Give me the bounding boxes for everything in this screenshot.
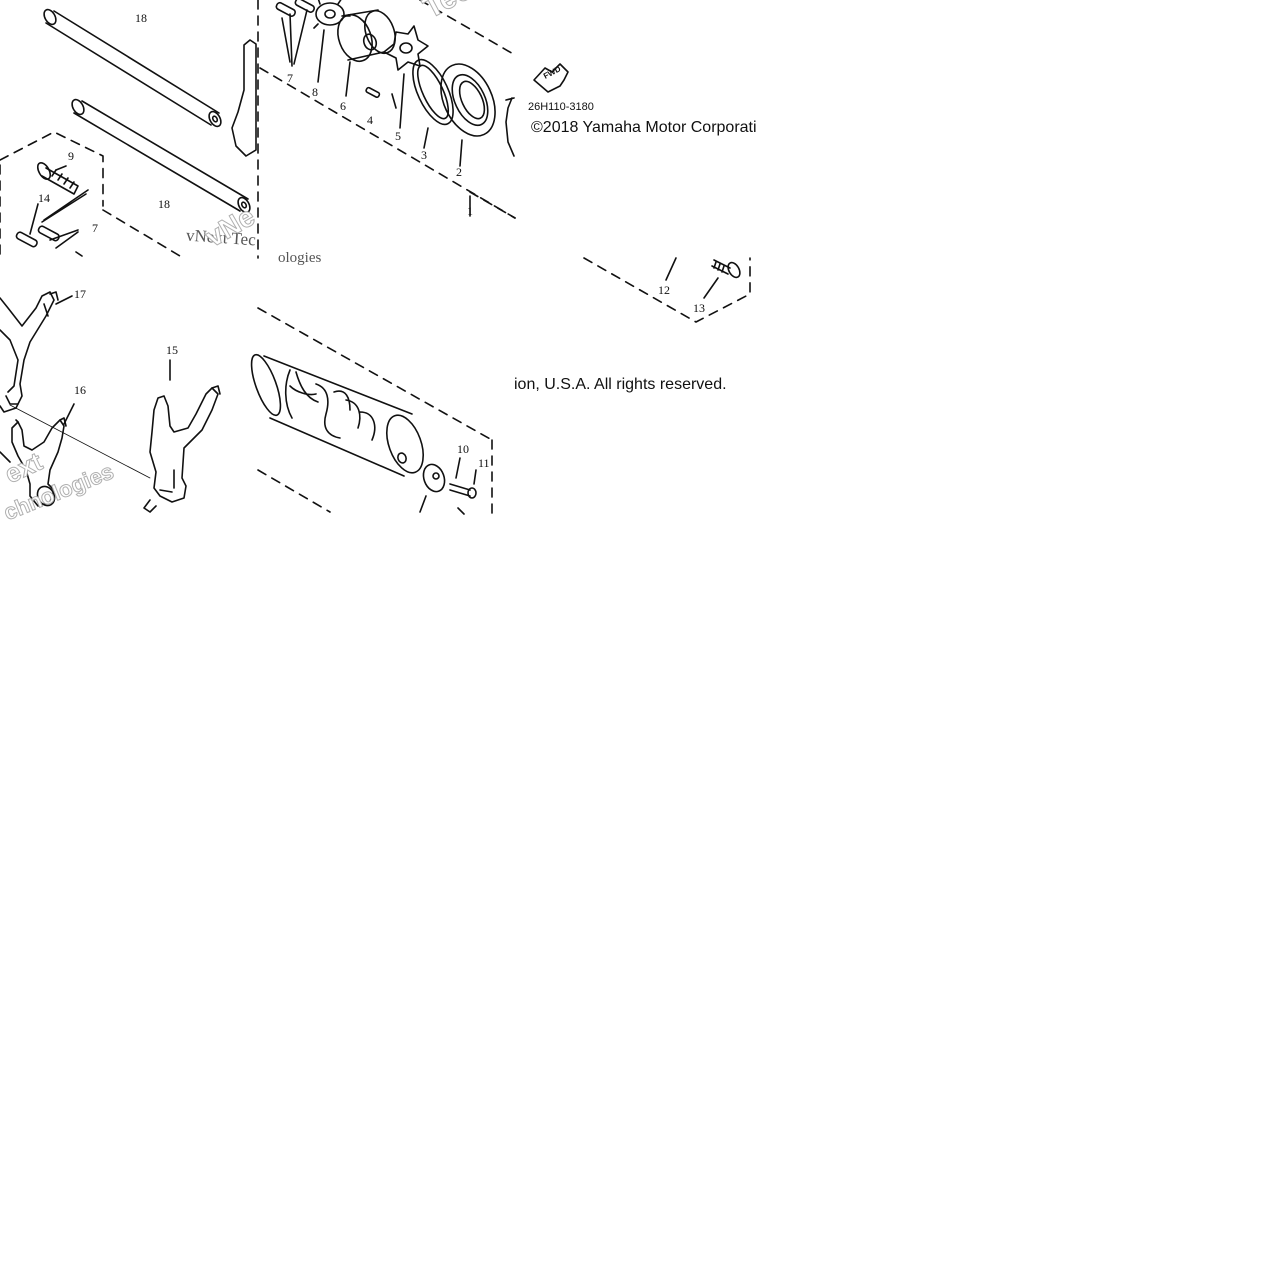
callout-13: 13 [693,301,705,315]
shift-drum-end [505,97,515,157]
callout-18-upper: 18 [135,11,147,25]
shift-fork-16 [0,403,75,507]
callout-9: 9 [68,149,74,163]
callout-3: 3 [421,148,427,162]
guide-bar-upper [43,8,222,128]
callout-16: 16 [74,383,86,397]
bolt-11 [419,469,477,515]
bolt-13 [703,259,741,299]
cam-segment-6 [337,9,396,97]
screw-9 [36,162,89,223]
callout-1: 1 [467,204,473,218]
watermark-serif-b: ologies [278,250,322,266]
callout-18-lower: 18 [158,197,170,211]
callout-15: 15 [166,343,178,357]
washer-10 [422,457,461,493]
dashed-frame-drum [257,307,493,517]
guide-bar-lower [71,98,251,214]
shift-fork-partial [231,39,257,157]
callout-4: 4 [367,113,373,127]
part-code: 26H110-3180 [528,101,594,113]
callout-14: 14 [38,191,50,205]
copyright-line-2: ion, U.S.A. All rights reserved. [514,376,727,393]
pins-14 [15,203,83,257]
fwd-arrow-icon [533,63,569,93]
callout-6: 6 [340,99,346,113]
callout-10: 10 [457,442,469,456]
callout-8: 8 [312,85,318,99]
callout-12: 12 [658,283,670,297]
pin-4 [365,86,381,99]
dashed-frame-left [0,131,181,259]
bearing-2 [440,63,496,167]
dowel-pins-7 [275,0,315,67]
copyright-line-1: ©2018 Yamaha Motor Corporati [531,119,757,136]
segment-plate-8 [313,0,351,83]
callout-7-lower: 7 [92,221,98,235]
circlip-3 [412,58,454,149]
callout-7-upper: 7 [287,71,293,85]
star-stopper-5 [383,25,429,71]
shift-drum [250,353,425,477]
shift-fork-17 [0,291,73,413]
dashed-frame-right [583,257,751,323]
callout-11: 11 [478,456,490,470]
callout-17: 17 [74,287,86,301]
callout-5: 5 [395,129,401,143]
dashed-frame-top [257,0,516,259]
callout-2: 2 [456,165,462,179]
shift-fork-15 [143,359,221,513]
